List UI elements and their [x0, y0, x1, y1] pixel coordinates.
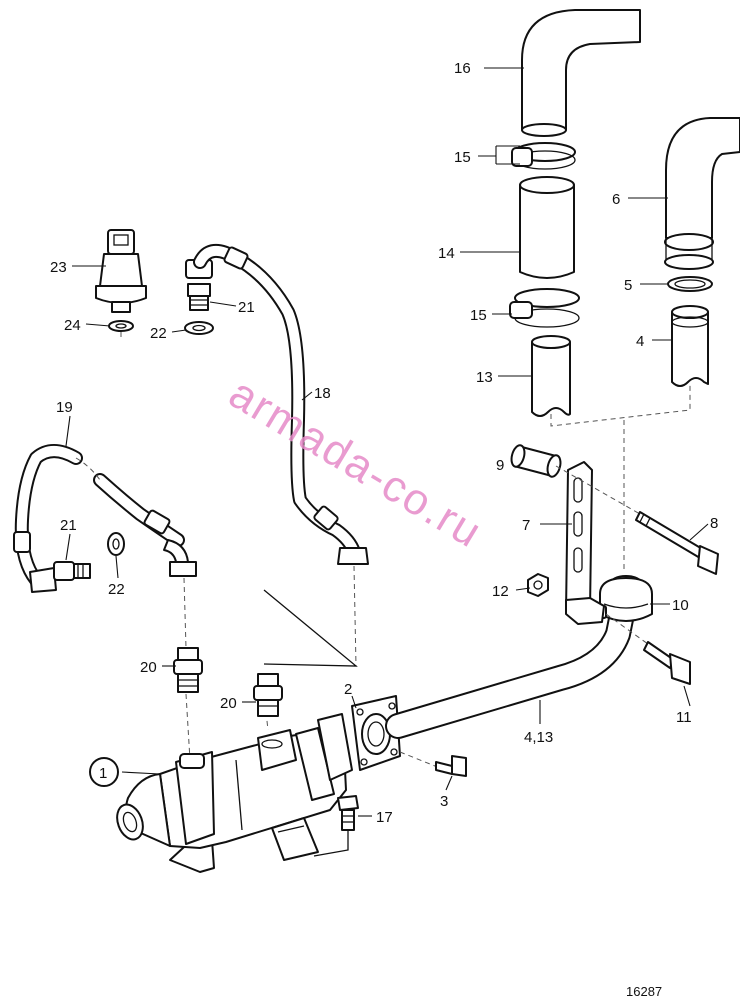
label-2: 2	[344, 681, 352, 698]
part-15-hose-clamp-upper	[511, 142, 576, 170]
label-1-circle	[89, 757, 119, 787]
part-3-bolt	[399, 751, 467, 777]
part-19-hose	[13, 444, 197, 593]
part-6-exhaust-elbow	[664, 117, 740, 270]
part-2-flange	[317, 695, 401, 781]
part-24-washer	[108, 320, 134, 332]
label-6: 6	[612, 191, 620, 208]
label-17: 17	[376, 809, 393, 826]
label-9: 9	[496, 457, 504, 474]
part-9-spacer	[510, 444, 562, 478]
label-15-upper: 15	[454, 149, 471, 166]
watermark: armada-co.ru	[221, 369, 491, 558]
part-21-adapter-lower	[53, 561, 91, 581]
label-7: 7	[522, 517, 530, 534]
label-21-upper: 21	[238, 299, 255, 316]
part-11-bolt	[605, 613, 691, 685]
part-8-long-bolt	[555, 465, 719, 575]
part-7-bracket	[565, 461, 605, 625]
label-24: 24	[64, 317, 81, 334]
label-4-13: 4,13	[524, 729, 553, 746]
part-15-hose-clamp-lower	[509, 288, 580, 328]
label-10: 10	[672, 597, 689, 614]
label-22-lower: 22	[108, 581, 125, 598]
part-5-o-ring	[667, 276, 713, 292]
label-18: 18	[314, 385, 331, 402]
part-20-nipple-right	[253, 673, 283, 717]
part-16-hose-elbow	[521, 9, 641, 137]
part-22-washer-upper	[184, 321, 214, 335]
label-16: 16	[454, 60, 471, 77]
label-21-lower: 21	[60, 517, 77, 534]
label-20-right: 20	[220, 695, 237, 712]
alignment-lines-left	[183, 565, 358, 761]
callout-labels: 16 15 14 15 13 6 5 4 9 7 8 12 10 11 4,13…	[50, 60, 718, 826]
label-13: 13	[476, 369, 493, 386]
label-15-lower: 15	[470, 307, 487, 324]
label-23: 23	[50, 259, 67, 276]
part-20-nipple-left	[173, 647, 203, 693]
leader-lines	[65, 67, 709, 817]
part-23-pressure-sensor	[95, 229, 147, 313]
part-22-washer-lower	[107, 532, 125, 556]
label-1: 1	[99, 765, 107, 782]
part-4-pipe	[671, 305, 709, 387]
label-5: 5	[624, 277, 632, 294]
part-18-hose	[193, 244, 369, 565]
part-14-sleeve	[519, 176, 575, 279]
label-3: 3	[440, 793, 448, 810]
drawing-number: 16287	[626, 984, 662, 999]
label-8: 8	[710, 515, 718, 532]
alignment-lines-upper	[550, 384, 691, 570]
label-22-upper: 22	[150, 325, 167, 342]
label-4: 4	[636, 333, 644, 350]
label-19: 19	[56, 399, 73, 416]
part-12-nut	[527, 573, 549, 597]
part-17-bolt	[313, 795, 359, 857]
label-11: 11	[676, 709, 692, 726]
label-14: 14	[438, 245, 455, 262]
label-20-left: 20	[140, 659, 157, 676]
part-13-pipe-end	[531, 335, 571, 417]
label-12: 12	[492, 583, 509, 600]
part-1-heat-exchanger	[116, 727, 347, 873]
